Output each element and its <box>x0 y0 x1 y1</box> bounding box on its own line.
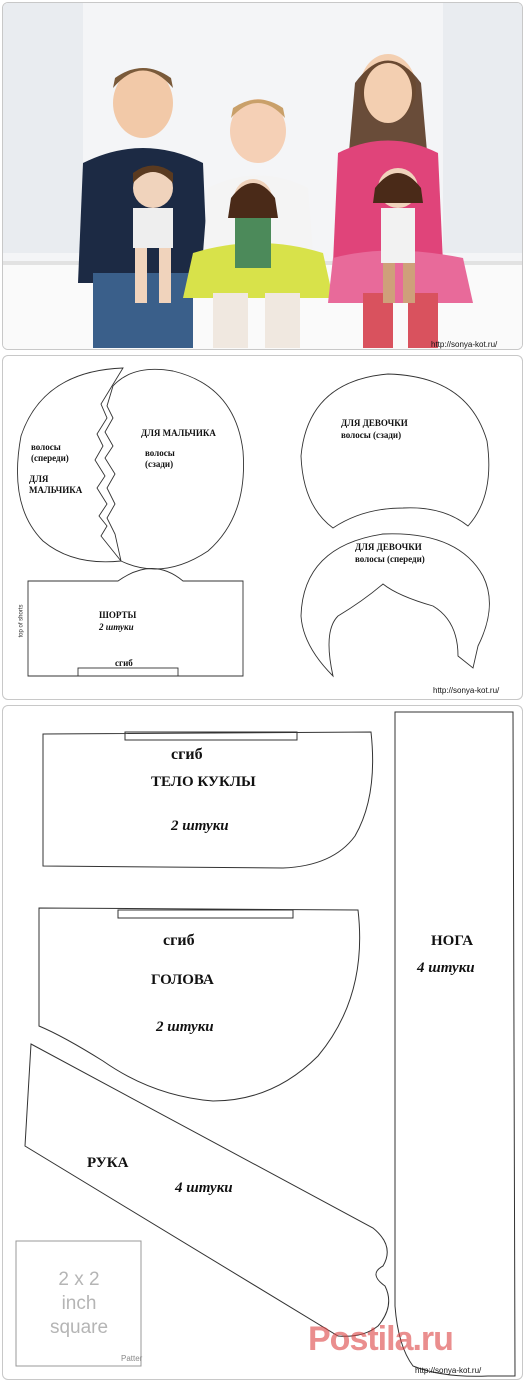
hair-shorts-pattern-panel: волосы (спереди) ДЛЯ МАЛЬЧИКА ДЛЯ МАЛЬЧИ… <box>2 355 523 700</box>
postila-brand-logo: Postila.ru <box>308 1320 454 1358</box>
boy-back-hair-label: волосы (сзади) <box>145 448 175 469</box>
head-qty: 2 штуки <box>156 1019 214 1035</box>
girl-front-title: ДЛЯ ДЕВОЧКИ <box>355 542 422 552</box>
girl-back-sub: волосы (сзади) <box>341 430 402 440</box>
square-line3: square <box>49 1317 109 1338</box>
photo-panel: http://sonya-kot.ru/ <box>2 2 523 350</box>
girl-front-sub: волосы (спереди) <box>355 554 425 564</box>
square-line2: inch <box>61 1293 97 1314</box>
girl-back-title: ДЛЯ ДЕВОЧКИ <box>341 418 408 428</box>
shorts-shape <box>27 568 244 677</box>
boy-label-left: ДЛЯ МАЛЬЧИКА <box>29 474 83 495</box>
head-fold-label: сгиб <box>163 932 195 949</box>
boy-label: ДЛЯ МАЛЬЧИКА <box>141 428 216 438</box>
doll-body-shape <box>42 731 374 869</box>
shorts-title: ШОРТЫ <box>99 610 137 620</box>
hair-shorts-outlines <box>17 367 490 678</box>
body-pattern-panel: сгиб ТЕЛО КУКЛЫ 2 штуки сгиб ГОЛОВА 2 шт… <box>2 705 523 1380</box>
square-line1: 2 x 2 <box>58 1269 100 1290</box>
boy-front-hair-label: волосы (спереди) <box>31 442 69 463</box>
photo-watermark: http://sonya-kot.ru/ <box>431 340 498 349</box>
doll-arm-shape <box>24 1043 390 1337</box>
body-title: ТЕЛО КУКЛЫ <box>151 774 256 790</box>
boy-front-hair-shape <box>17 367 124 563</box>
doll-head-shape <box>38 907 361 1102</box>
body-fold-mark <box>124 731 298 741</box>
shorts-fold-label: сгиб <box>115 658 133 668</box>
leg-title: НОГА <box>431 933 474 949</box>
body-qty: 2 штуки <box>171 818 229 834</box>
leg-qty: 4 штуки <box>417 960 475 976</box>
body-outlines <box>15 711 516 1377</box>
kids-photo <box>3 3 522 349</box>
pattern2-watermark: http://sonya-kot.ru/ <box>415 1366 482 1375</box>
shorts-qty: 2 штуки <box>99 622 134 632</box>
body-fold-label: сгиб <box>171 746 203 763</box>
girl-back-hair-shape <box>300 373 490 529</box>
arm-title: РУКА <box>87 1155 129 1171</box>
pattern1-watermark: http://sonya-kot.ru/ <box>433 686 500 695</box>
scale-square <box>15 1240 142 1367</box>
shorts-top-label: top of shorts <box>18 604 25 638</box>
shorts-fold-mark <box>77 667 179 677</box>
doll-leg-shape <box>394 711 516 1377</box>
boy-back-hair-shape <box>104 368 244 570</box>
head-title: ГОЛОВА <box>151 972 214 988</box>
girl-front-hair-shape <box>300 533 490 678</box>
head-fold-mark <box>117 909 294 919</box>
arm-qty: 4 штуки <box>175 1180 233 1196</box>
corner-text: Patter <box>121 1354 143 1363</box>
